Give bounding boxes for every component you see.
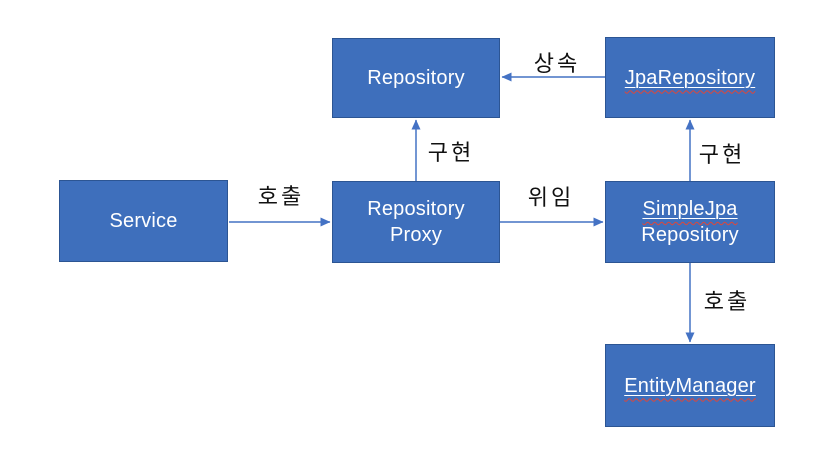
node-repository-label: Repository: [367, 67, 465, 89]
node-jpa-repository-label: JpaRepository: [625, 65, 755, 91]
node-simple-jpa-repository: SimpleJpa Repository: [605, 181, 775, 263]
edge-label-inherits: 상속: [533, 51, 581, 76]
node-jpa-repository: JpaRepository: [605, 37, 775, 118]
node-repository: Repository: [332, 38, 500, 118]
node-repository-proxy-label-line1: Repository: [367, 198, 465, 220]
edge-label-delegates: 위임: [527, 185, 575, 210]
spellcheck-underline-text: EntityManager: [624, 374, 756, 397]
edge-label-call-entitymanager: 호출: [703, 289, 751, 314]
spellcheck-underline-text: JpaRepository: [624, 66, 756, 89]
edge-label-implements-proxy: 구현: [427, 140, 475, 165]
node-repository-proxy-label-line2: Proxy: [389, 224, 443, 246]
node-service: Service: [59, 180, 228, 262]
node-simple-jpa-repository-label-line2: Repository: [641, 224, 739, 246]
node-service-label: Service: [109, 210, 178, 232]
edge-label-call-service: 호출: [257, 184, 305, 209]
node-repository-proxy: Repository Proxy: [332, 181, 500, 263]
edge-label-implements-simplejpa: 구현: [698, 142, 746, 167]
node-entity-manager: EntityManager: [605, 344, 775, 427]
node-entity-manager-label: EntityManager: [624, 373, 756, 399]
node-simple-jpa-repository-label-line1: SimpleJpa: [642, 196, 737, 222]
spellcheck-underline-text: SimpleJpa: [642, 198, 738, 220]
